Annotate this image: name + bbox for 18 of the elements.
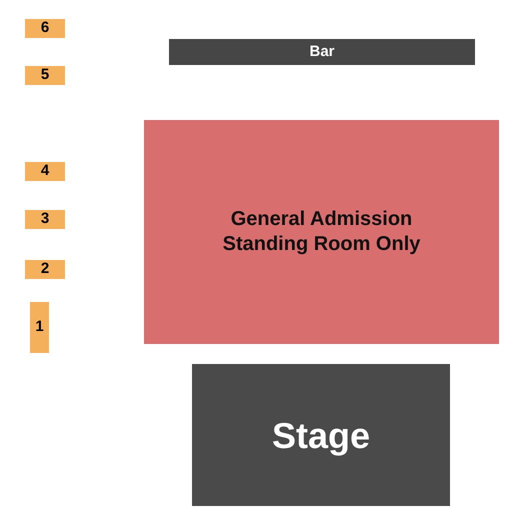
table-section bbox=[25, 260, 65, 279]
section-label: Bar bbox=[309, 42, 334, 62]
section-label: 6 bbox=[40, 19, 50, 38]
section-label: 5 bbox=[40, 66, 50, 85]
table-section bbox=[30, 302, 49, 353]
section-label: 1 bbox=[35, 318, 44, 337]
stage-area bbox=[192, 364, 450, 506]
table-section bbox=[25, 19, 65, 38]
section-label: General Admission Standing Room Only bbox=[222, 207, 422, 257]
table-section bbox=[25, 66, 65, 85]
section-label: 3 bbox=[40, 210, 50, 229]
section-label: Stage bbox=[272, 414, 370, 458]
table-section bbox=[25, 210, 65, 229]
bar-area bbox=[169, 39, 475, 65]
general-admission-area bbox=[144, 120, 499, 344]
table-section bbox=[25, 162, 65, 181]
section-label: 4 bbox=[40, 162, 50, 181]
section-label: 2 bbox=[40, 260, 50, 279]
